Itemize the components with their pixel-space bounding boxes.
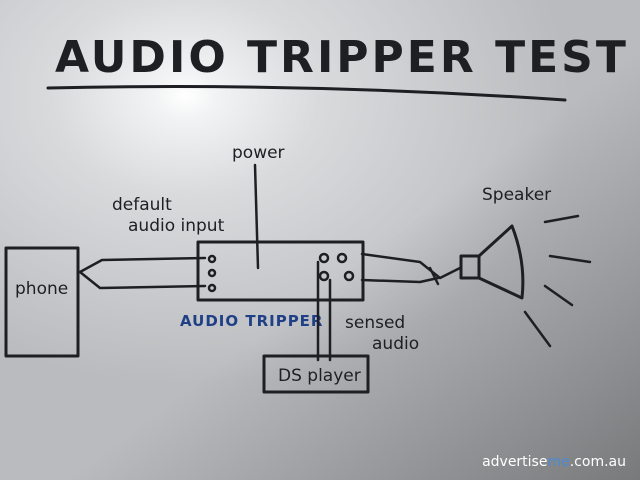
- speaker-body: [459, 254, 481, 280]
- speaker-cable: [360, 252, 462, 286]
- default-audio-input-label: default: [112, 195, 172, 215]
- speaker-label: Speaker: [482, 185, 551, 205]
- sound-wave-line: [543, 214, 580, 224]
- phone-label: phone: [15, 279, 68, 299]
- tripper-input-jack: [207, 254, 217, 264]
- audio-tripper-label: AUDIO TRIPPER: [180, 312, 323, 330]
- tripper-output-jack: [318, 252, 330, 264]
- tripper-input-jack: [207, 283, 217, 293]
- sound-wave-line: [548, 254, 592, 264]
- speaker-cone: [477, 224, 525, 300]
- site-watermark: advertiseme.com.au: [482, 454, 626, 470]
- sensed-audio-label: audio: [372, 334, 419, 354]
- diagram-title: AUDIO TRIPPER TEST: [55, 32, 629, 83]
- title-underline: [46, 85, 567, 102]
- default-audio-input-label: audio input: [128, 216, 225, 236]
- sensed-audio-label: sensed: [345, 313, 405, 333]
- power-label: power: [232, 143, 285, 163]
- phone-cable: [78, 256, 207, 290]
- tripper-output-jack: [336, 252, 348, 264]
- power-wire: [253, 163, 260, 270]
- sound-wave-line: [523, 310, 552, 348]
- sound-wave-line: [543, 284, 574, 307]
- tripper-output-jack: [318, 270, 330, 282]
- ds-player-box: [262, 354, 370, 394]
- ds-player-wire: [316, 260, 332, 362]
- tripper-input-jack: [207, 268, 217, 278]
- audio-tripper-box: [196, 240, 365, 302]
- phone-box: [4, 246, 80, 358]
- ds-player-label: DS player: [278, 366, 361, 386]
- tripper-output-jack: [343, 270, 355, 282]
